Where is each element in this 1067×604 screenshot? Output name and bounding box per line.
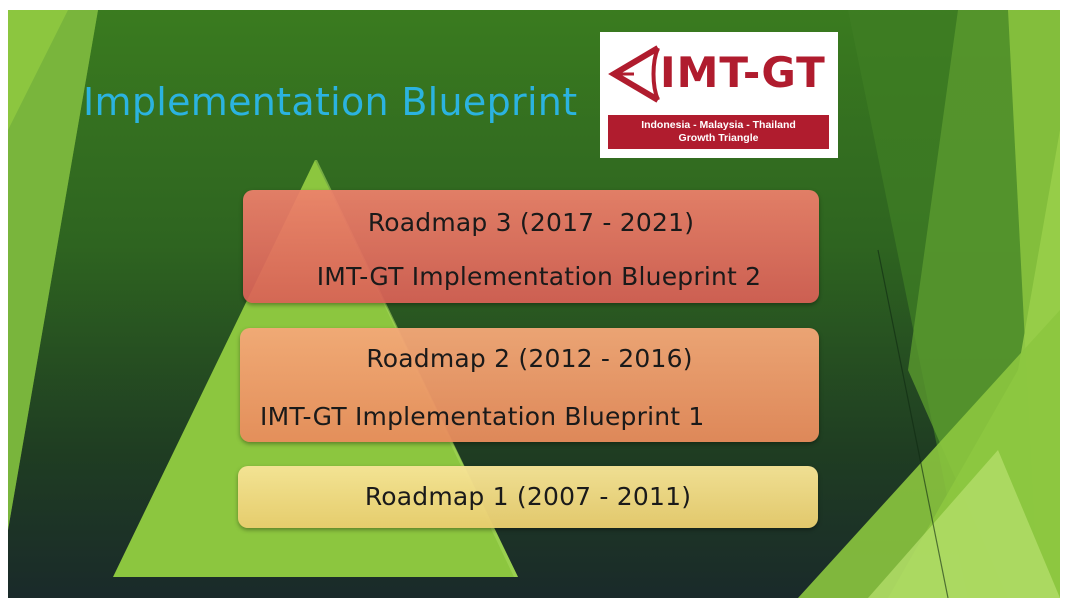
logo-wordmark: IMT-GT: [660, 48, 826, 97]
logo-tagline-band: Indonesia - Malaysia - Thailand Growth T…: [608, 115, 829, 149]
roadmap-3-subtitle: IMT-GT Implementation Blueprint 2: [316, 262, 762, 291]
left-accent-wedge-shade: [8, 10, 98, 530]
roadmap-3-label: Roadmap 3 (2017 - 2021): [367, 208, 695, 237]
slide-title: Implementation Blueprint: [83, 80, 578, 124]
roadmap-1-label: Roadmap 1 (2007 - 2011): [364, 482, 692, 511]
right-thin-line: [877, 249, 949, 598]
roadmap-3-box: Roadmap 3 (2017 - 2021) IMT-GT Implement…: [243, 190, 819, 303]
imt-gt-logo: IMT-GT Indonesia - Malaysia - Thailand G…: [600, 32, 838, 158]
bottom-right-wedge-shade: [868, 450, 1060, 598]
roadmap-2-label: Roadmap 2 (2012 - 2016): [366, 344, 693, 373]
roadmap-2-box: Roadmap 2 (2012 - 2016) IMT-GT Implement…: [240, 328, 819, 442]
logo-tagline-line1: Indonesia - Malaysia - Thailand: [641, 119, 796, 131]
roadmap-1-box: Roadmap 1 (2007 - 2011): [238, 466, 818, 528]
roadmap-2-subtitle: IMT-GT Implementation Blueprint 1: [260, 402, 705, 431]
triangle-arrow-icon: [608, 45, 660, 103]
slide: Implementation Blueprint IMT-GT Indonesi…: [8, 10, 1060, 598]
logo-tagline-line2: Growth Triangle: [678, 132, 759, 144]
